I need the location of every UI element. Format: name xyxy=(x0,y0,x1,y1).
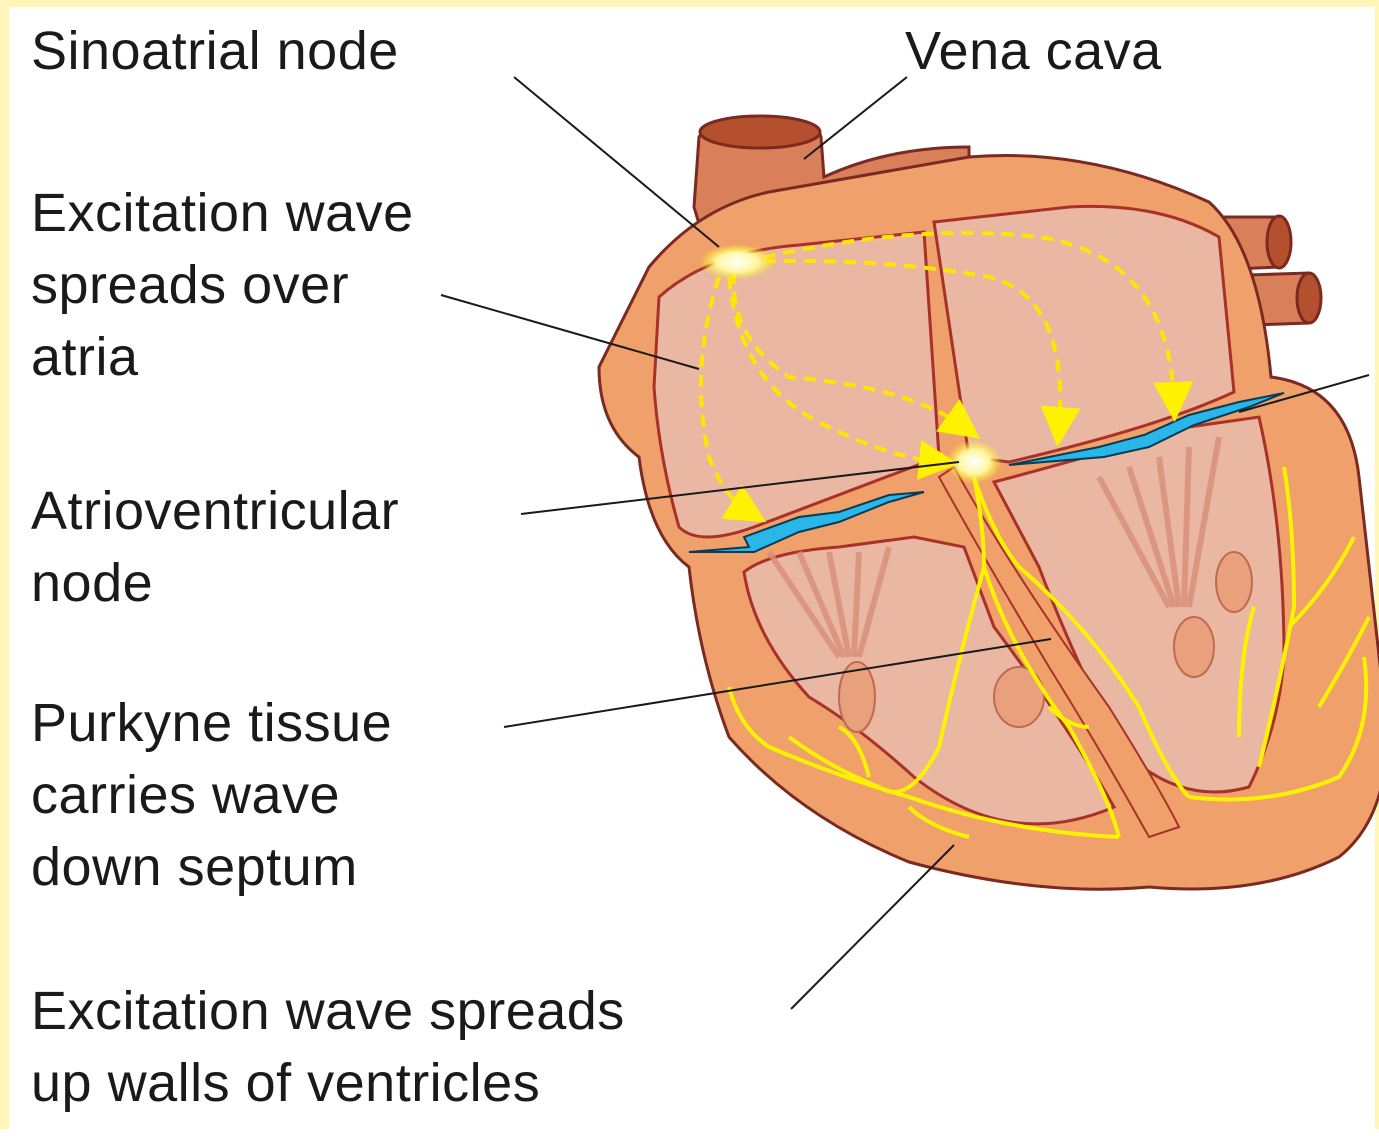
label-atria-wave: Excitation wave spreads over atria xyxy=(31,177,414,393)
sinoatrial-node xyxy=(699,244,775,280)
label-sinoatrial-node: Sinoatrial node xyxy=(31,15,399,87)
label-line: atria xyxy=(31,321,414,393)
leader-ventricle-wave xyxy=(791,845,954,1009)
label-av-node: Atrioventricular node xyxy=(31,475,399,619)
leader-vena-cava xyxy=(804,77,907,159)
label-line: Vena cava xyxy=(905,15,1162,87)
label-line: down septum xyxy=(31,831,392,903)
label-line: carries wave xyxy=(31,759,392,831)
label-line: Purkyne tissue xyxy=(31,687,392,759)
label-line: node xyxy=(31,547,399,619)
label-ventricle-wave: Excitation wave spreads up walls of vent… xyxy=(31,975,625,1119)
label-purkyne: Purkyne tissue carries wave down septum xyxy=(31,687,392,903)
label-line: Excitation wave xyxy=(31,177,414,249)
label-vena-cava: Vena cava xyxy=(905,15,1162,87)
label-line: Sinoatrial node xyxy=(31,15,399,87)
label-line: Excitation wave spreads xyxy=(31,975,625,1047)
label-line: spreads over xyxy=(31,249,414,321)
label-line: up walls of ventricles xyxy=(31,1047,625,1119)
leader-sa-node xyxy=(514,77,719,247)
label-line: Atrioventricular xyxy=(31,475,399,547)
